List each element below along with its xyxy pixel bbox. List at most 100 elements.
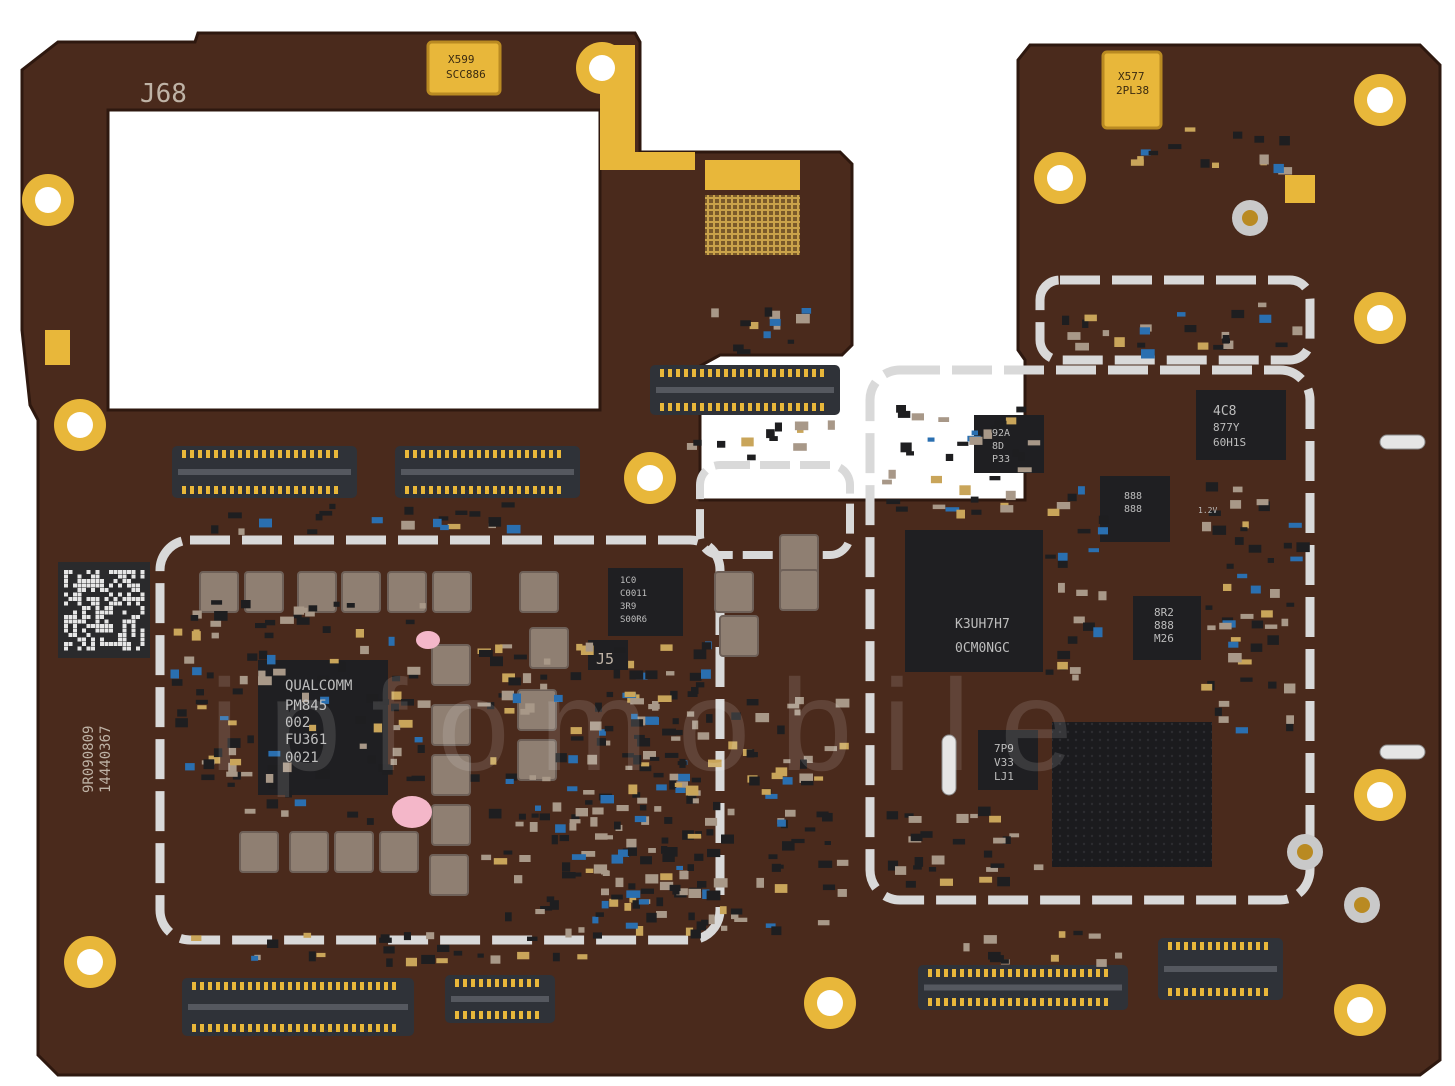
coax-connector (1232, 200, 1268, 236)
smd-part (897, 410, 911, 418)
smd-part (740, 320, 751, 327)
connector-pin (246, 486, 250, 494)
smd-part (1240, 677, 1253, 682)
smd-part (230, 758, 242, 766)
smd-part (989, 815, 1001, 823)
connector-pin (264, 1024, 268, 1032)
connector-pin (788, 369, 792, 377)
smd-part (900, 442, 912, 453)
mounting-hole-center (817, 990, 843, 1016)
smd-part (1235, 727, 1248, 734)
smd-part (241, 600, 251, 609)
smd-part (1083, 622, 1095, 631)
connector-pin (278, 486, 282, 494)
connector-pin (708, 403, 712, 411)
smd-part (438, 516, 449, 521)
smd-part (1000, 959, 1009, 964)
qr-module (64, 574, 68, 579)
smd-part (527, 936, 538, 941)
connector-pin (192, 982, 196, 990)
smd-part (952, 838, 966, 845)
smd-part (421, 954, 435, 964)
smd-part (615, 877, 624, 888)
pmic-line5: 0021 (285, 750, 319, 766)
smd-part (795, 697, 804, 705)
ic-92a-line3: P33 (992, 454, 1010, 465)
smd-part (197, 705, 207, 710)
smd-part (622, 753, 634, 758)
smd-part (184, 656, 195, 664)
smd-part (293, 611, 302, 619)
connector-pin (756, 369, 760, 377)
smd-part (595, 702, 602, 712)
connector-pin (302, 450, 306, 458)
smd-part (316, 952, 326, 958)
qr-module (118, 642, 122, 646)
pmic-line1: QUALCOMM (285, 678, 352, 694)
ceramic-inductor (517, 689, 557, 731)
smd-part (305, 611, 315, 617)
smd-part (247, 653, 258, 661)
qr-module (127, 570, 131, 574)
smd-part (970, 813, 978, 819)
smd-part (329, 658, 339, 664)
smd-part (731, 911, 739, 920)
qr-module (131, 615, 136, 619)
connector-pin (463, 979, 467, 987)
qr-module (91, 583, 95, 588)
connector-pin (780, 369, 784, 377)
smd-part (804, 827, 816, 832)
connector-pin (541, 450, 545, 458)
connector-pin (936, 969, 940, 977)
smd-part (213, 748, 223, 758)
smd-part (419, 603, 426, 609)
qr-module (140, 642, 145, 646)
smd-part (1078, 486, 1085, 495)
smd-part (691, 687, 699, 695)
smd-part (592, 807, 604, 815)
qr-module (91, 642, 95, 646)
smd-part (355, 629, 364, 638)
connector-pin (1248, 988, 1252, 996)
smd-part (1250, 643, 1263, 652)
smd-part (648, 848, 656, 853)
connector-pin (469, 486, 473, 494)
smd-part (373, 723, 383, 733)
smd-part (939, 878, 953, 886)
smd-part (190, 615, 199, 621)
mounting-hole-center (77, 949, 103, 975)
connector-pin (716, 403, 720, 411)
smd-part (799, 773, 813, 783)
connector-pin (1040, 998, 1044, 1006)
smd-part (479, 649, 493, 657)
smd-part (641, 762, 650, 767)
connector-pin (796, 369, 800, 377)
smd-part (669, 773, 679, 781)
smd-part (1114, 337, 1125, 347)
ceramic-inductor (379, 831, 419, 873)
smd-part (794, 421, 809, 431)
connector-pin (944, 998, 948, 1006)
smd-part (945, 453, 954, 461)
connector-pin (968, 998, 972, 1006)
connector-pin (413, 450, 417, 458)
connector-pin (1240, 942, 1244, 950)
connector-pin (262, 486, 266, 494)
serial-line1: 9R090809 (81, 726, 97, 793)
smd-part (1088, 548, 1099, 553)
smd-part (201, 774, 215, 781)
smd-part (531, 813, 539, 818)
smd-part (706, 829, 714, 836)
connector-pin (328, 1024, 332, 1032)
qr-module (82, 637, 86, 642)
smd-part (991, 425, 1001, 433)
connector-pin (708, 369, 712, 377)
connector-pin (296, 1024, 300, 1032)
xtal-x577-line2: 2PL38 (1116, 84, 1149, 97)
connector-pin (668, 403, 672, 411)
smd-part (192, 610, 202, 619)
qr-module (68, 619, 73, 624)
connector-pin (676, 403, 680, 411)
connector-pin (509, 486, 513, 494)
smd-part (505, 773, 517, 781)
